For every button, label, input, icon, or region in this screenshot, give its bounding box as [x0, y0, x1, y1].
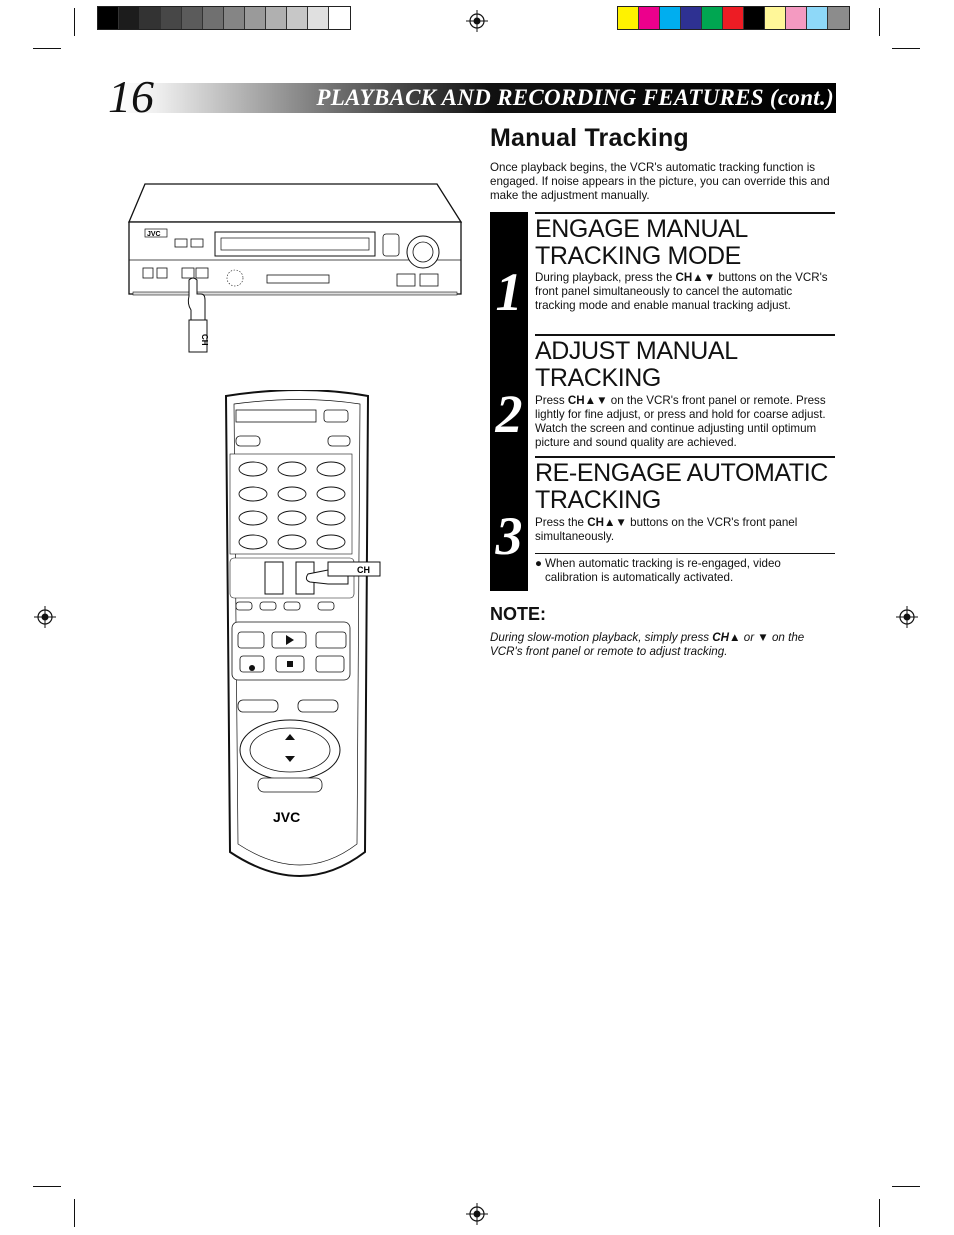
note-text-end: on the VCR's front panel or remote to ad… — [490, 631, 805, 658]
registration-target-icon — [466, 10, 488, 32]
color-swatch — [765, 7, 786, 29]
crop-mark — [74, 8, 75, 36]
step-1-ch-key: CH▲▼ — [675, 271, 716, 284]
crop-mark — [879, 8, 880, 36]
note-body: During slow-motion playback, simply pres… — [490, 631, 835, 659]
header-band — [112, 83, 836, 113]
note-text-mid: or ▼ — [740, 631, 769, 644]
grayscale-swatch — [224, 7, 245, 29]
crop-mark — [33, 48, 61, 49]
bullet-dot-icon: ● — [535, 557, 543, 570]
step-2-rule — [535, 334, 835, 336]
step-3-ch-key: CH▲▼ — [587, 516, 627, 529]
intro-paragraph: Once playback begins, the VCR's automati… — [490, 161, 830, 202]
page-number: 16 — [108, 71, 154, 122]
color-swatch — [723, 7, 744, 29]
note-text: During slow-motion playback, simply pres… — [490, 631, 713, 644]
registration-target-icon — [896, 606, 918, 628]
step-1-body-text-end: buttons on the VCR's front panel simulta… — [535, 271, 828, 312]
grayscale-swatch — [287, 7, 308, 29]
color-swatch — [702, 7, 723, 29]
registration-target-icon — [466, 1203, 488, 1225]
color-calibration-bar — [617, 6, 850, 30]
color-swatch — [660, 7, 681, 29]
step-3-title: RE-ENGAGE AUTOMATIC TRACKING — [535, 459, 828, 514]
step-1-body: During playback, press the CH▲▼ buttons … — [535, 271, 833, 313]
registration-target-icon — [34, 606, 56, 628]
crop-mark — [892, 1186, 920, 1187]
step-3-rule — [535, 456, 835, 458]
color-swatch — [618, 7, 639, 29]
step-2-body-text-end: on the VCR's front panel or remote. Pres… — [535, 394, 826, 449]
remote-ch-label: CH — [357, 565, 370, 575]
color-swatch — [786, 7, 807, 29]
step-1-rule — [535, 212, 835, 214]
color-swatch — [639, 7, 660, 29]
vcr-ch-label: CH — [200, 334, 209, 346]
step-3-bullet-text: When automatic tracking is re-engaged, v… — [545, 557, 781, 584]
color-swatch — [744, 7, 765, 29]
crop-mark — [879, 1199, 880, 1227]
remote-control-illustration: CH JVC — [224, 390, 381, 877]
step-1-number: 1 — [495, 262, 523, 322]
grayscale-swatch — [182, 7, 203, 29]
step-3-body-text-end: buttons on the VCR's front panel simulta… — [535, 516, 798, 543]
crop-mark — [892, 48, 920, 49]
step-3-body-text: Press the — [535, 516, 588, 529]
step-3-bullet-rule — [535, 553, 835, 554]
grayscale-swatch — [266, 7, 287, 29]
color-swatch — [681, 7, 702, 29]
step-2-title: ADJUST MANUAL TRACKING — [535, 337, 737, 392]
crop-mark — [74, 1199, 75, 1227]
step-2-body: Press CH▲▼ on the VCR's front panel or r… — [535, 394, 833, 450]
grayscale-swatch — [140, 7, 161, 29]
step-3-number: 3 — [495, 506, 523, 566]
note-title: NOTE: — [490, 604, 546, 624]
grayscale-swatch — [329, 7, 350, 29]
color-swatch — [828, 7, 849, 29]
step-1-title: ENGAGE MANUAL TRACKING MODE — [535, 215, 747, 270]
remote-brand-logo: JVC — [273, 809, 300, 825]
step-2-body-text: Press — [535, 394, 568, 407]
grayscale-swatch — [245, 7, 266, 29]
section-title: Manual Tracking — [490, 124, 689, 152]
crop-mark — [33, 1186, 61, 1187]
header-title: PLAYBACK AND RECORDING FEATURES (cont.) — [316, 85, 834, 110]
color-swatch — [807, 7, 828, 29]
step-1-body-text: During playback, press the — [535, 271, 676, 284]
step-number-strip — [490, 212, 528, 591]
step-3-bullet: ● When automatic tracking is re-engaged,… — [535, 557, 833, 585]
step-2-number: 2 — [495, 384, 523, 444]
step-2-ch-key: CH▲▼ — [567, 394, 608, 407]
note-ch-key: CH▲ — [712, 631, 741, 644]
vcr-brand-logo: JVC — [147, 231, 161, 238]
grayscale-swatch — [308, 7, 329, 29]
grayscale-swatch — [119, 7, 140, 29]
grayscale-swatch — [98, 7, 119, 29]
vcr-front-panel-illustration: JVC CH — [128, 183, 463, 353]
grayscale-swatch — [203, 7, 224, 29]
grayscale-swatch — [161, 7, 182, 29]
grayscale-calibration-bar — [97, 6, 351, 30]
step-3-body: Press the CH▲▼ buttons on the VCR's fron… — [535, 516, 833, 544]
